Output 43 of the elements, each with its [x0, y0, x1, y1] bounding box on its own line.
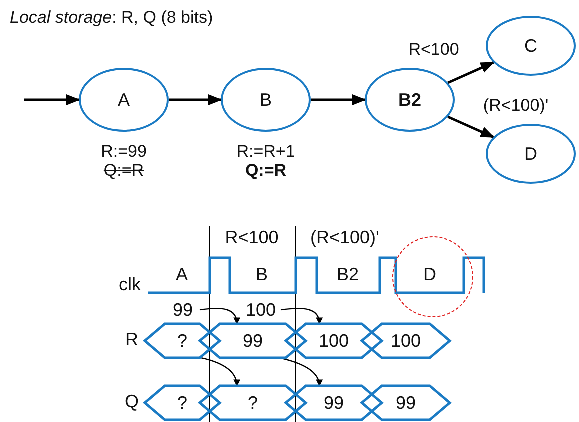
state-ellipse: [365, 68, 455, 132]
timing-label: R<100: [225, 228, 279, 248]
state-name: D: [524, 144, 538, 164]
state-ellipse: [221, 68, 311, 132]
arrow: [200, 308, 240, 325]
state-name: C: [524, 36, 538, 56]
state-name: B: [260, 90, 272, 110]
timing-label: clk: [119, 274, 141, 296]
bus-value: 99: [396, 392, 416, 414]
timing-label: B2: [336, 264, 360, 286]
bus-value: 100: [318, 330, 350, 352]
timing-label: A: [176, 264, 188, 286]
state-action: Q:=R: [245, 161, 287, 181]
edge-label: (R<100)': [483, 96, 549, 116]
state-action: R:=R+1: [236, 142, 296, 162]
state-ellipse: [486, 124, 576, 184]
timing-label: (R<100)': [310, 228, 380, 248]
diagram-title: Local storage: R, Q (8 bits): [10, 8, 214, 28]
timing-label: D: [424, 264, 436, 286]
bus-value: ?: [177, 330, 188, 352]
bus-value: 100: [390, 330, 422, 352]
state-ellipse: [79, 68, 169, 132]
bus-value: ?: [177, 392, 188, 414]
value-label: 99: [168, 300, 198, 320]
state-name: B2: [398, 90, 422, 110]
arrow: [24, 94, 80, 106]
state-name: A: [118, 90, 130, 110]
timing-label: B: [256, 264, 268, 286]
arrow: [169, 94, 222, 106]
state-ellipse: [486, 16, 576, 76]
arrow: [280, 308, 323, 325]
value-label: 100: [243, 300, 279, 320]
arrow: [201, 357, 240, 387]
timing-label: R: [126, 330, 138, 350]
arrow: [311, 94, 366, 106]
bus-value: ?: [248, 392, 258, 414]
bus-value: 99: [242, 330, 264, 352]
state-action: Q:=R: [104, 161, 144, 181]
timing-label: Q: [125, 392, 139, 412]
arrow: [448, 116, 495, 138]
state-action: R:=99: [101, 142, 147, 162]
arrow: [448, 62, 495, 84]
bus-value: 99: [324, 392, 344, 414]
